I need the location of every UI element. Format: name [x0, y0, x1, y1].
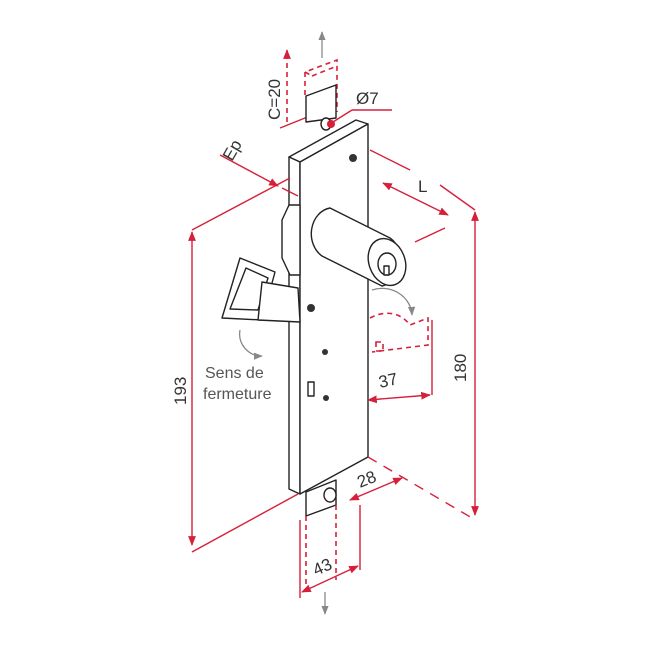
dimension-lines — [188, 109, 479, 615]
label-diameter: Ø7 — [356, 89, 379, 108]
closing-direction-label-line2: fermeture — [203, 386, 272, 403]
closing-direction-label-line1: Sens de — [205, 365, 264, 382]
label-193: 193 — [171, 377, 190, 405]
label-180: 180 — [451, 354, 470, 382]
latch-travel-right — [369, 287, 429, 353]
lock-cylinder — [310, 207, 407, 287]
label-43: 43 — [310, 555, 335, 580]
lock-body — [281, 84, 369, 517]
label-c: C=20 — [265, 79, 284, 120]
closing-direction-arrow — [238, 329, 263, 360]
label-l: L — [418, 177, 427, 196]
label-ep: Ep — [219, 136, 246, 164]
label-37: 37 — [377, 369, 399, 392]
latch-handle — [221, 257, 301, 323]
label-28: 28 — [354, 467, 379, 492]
